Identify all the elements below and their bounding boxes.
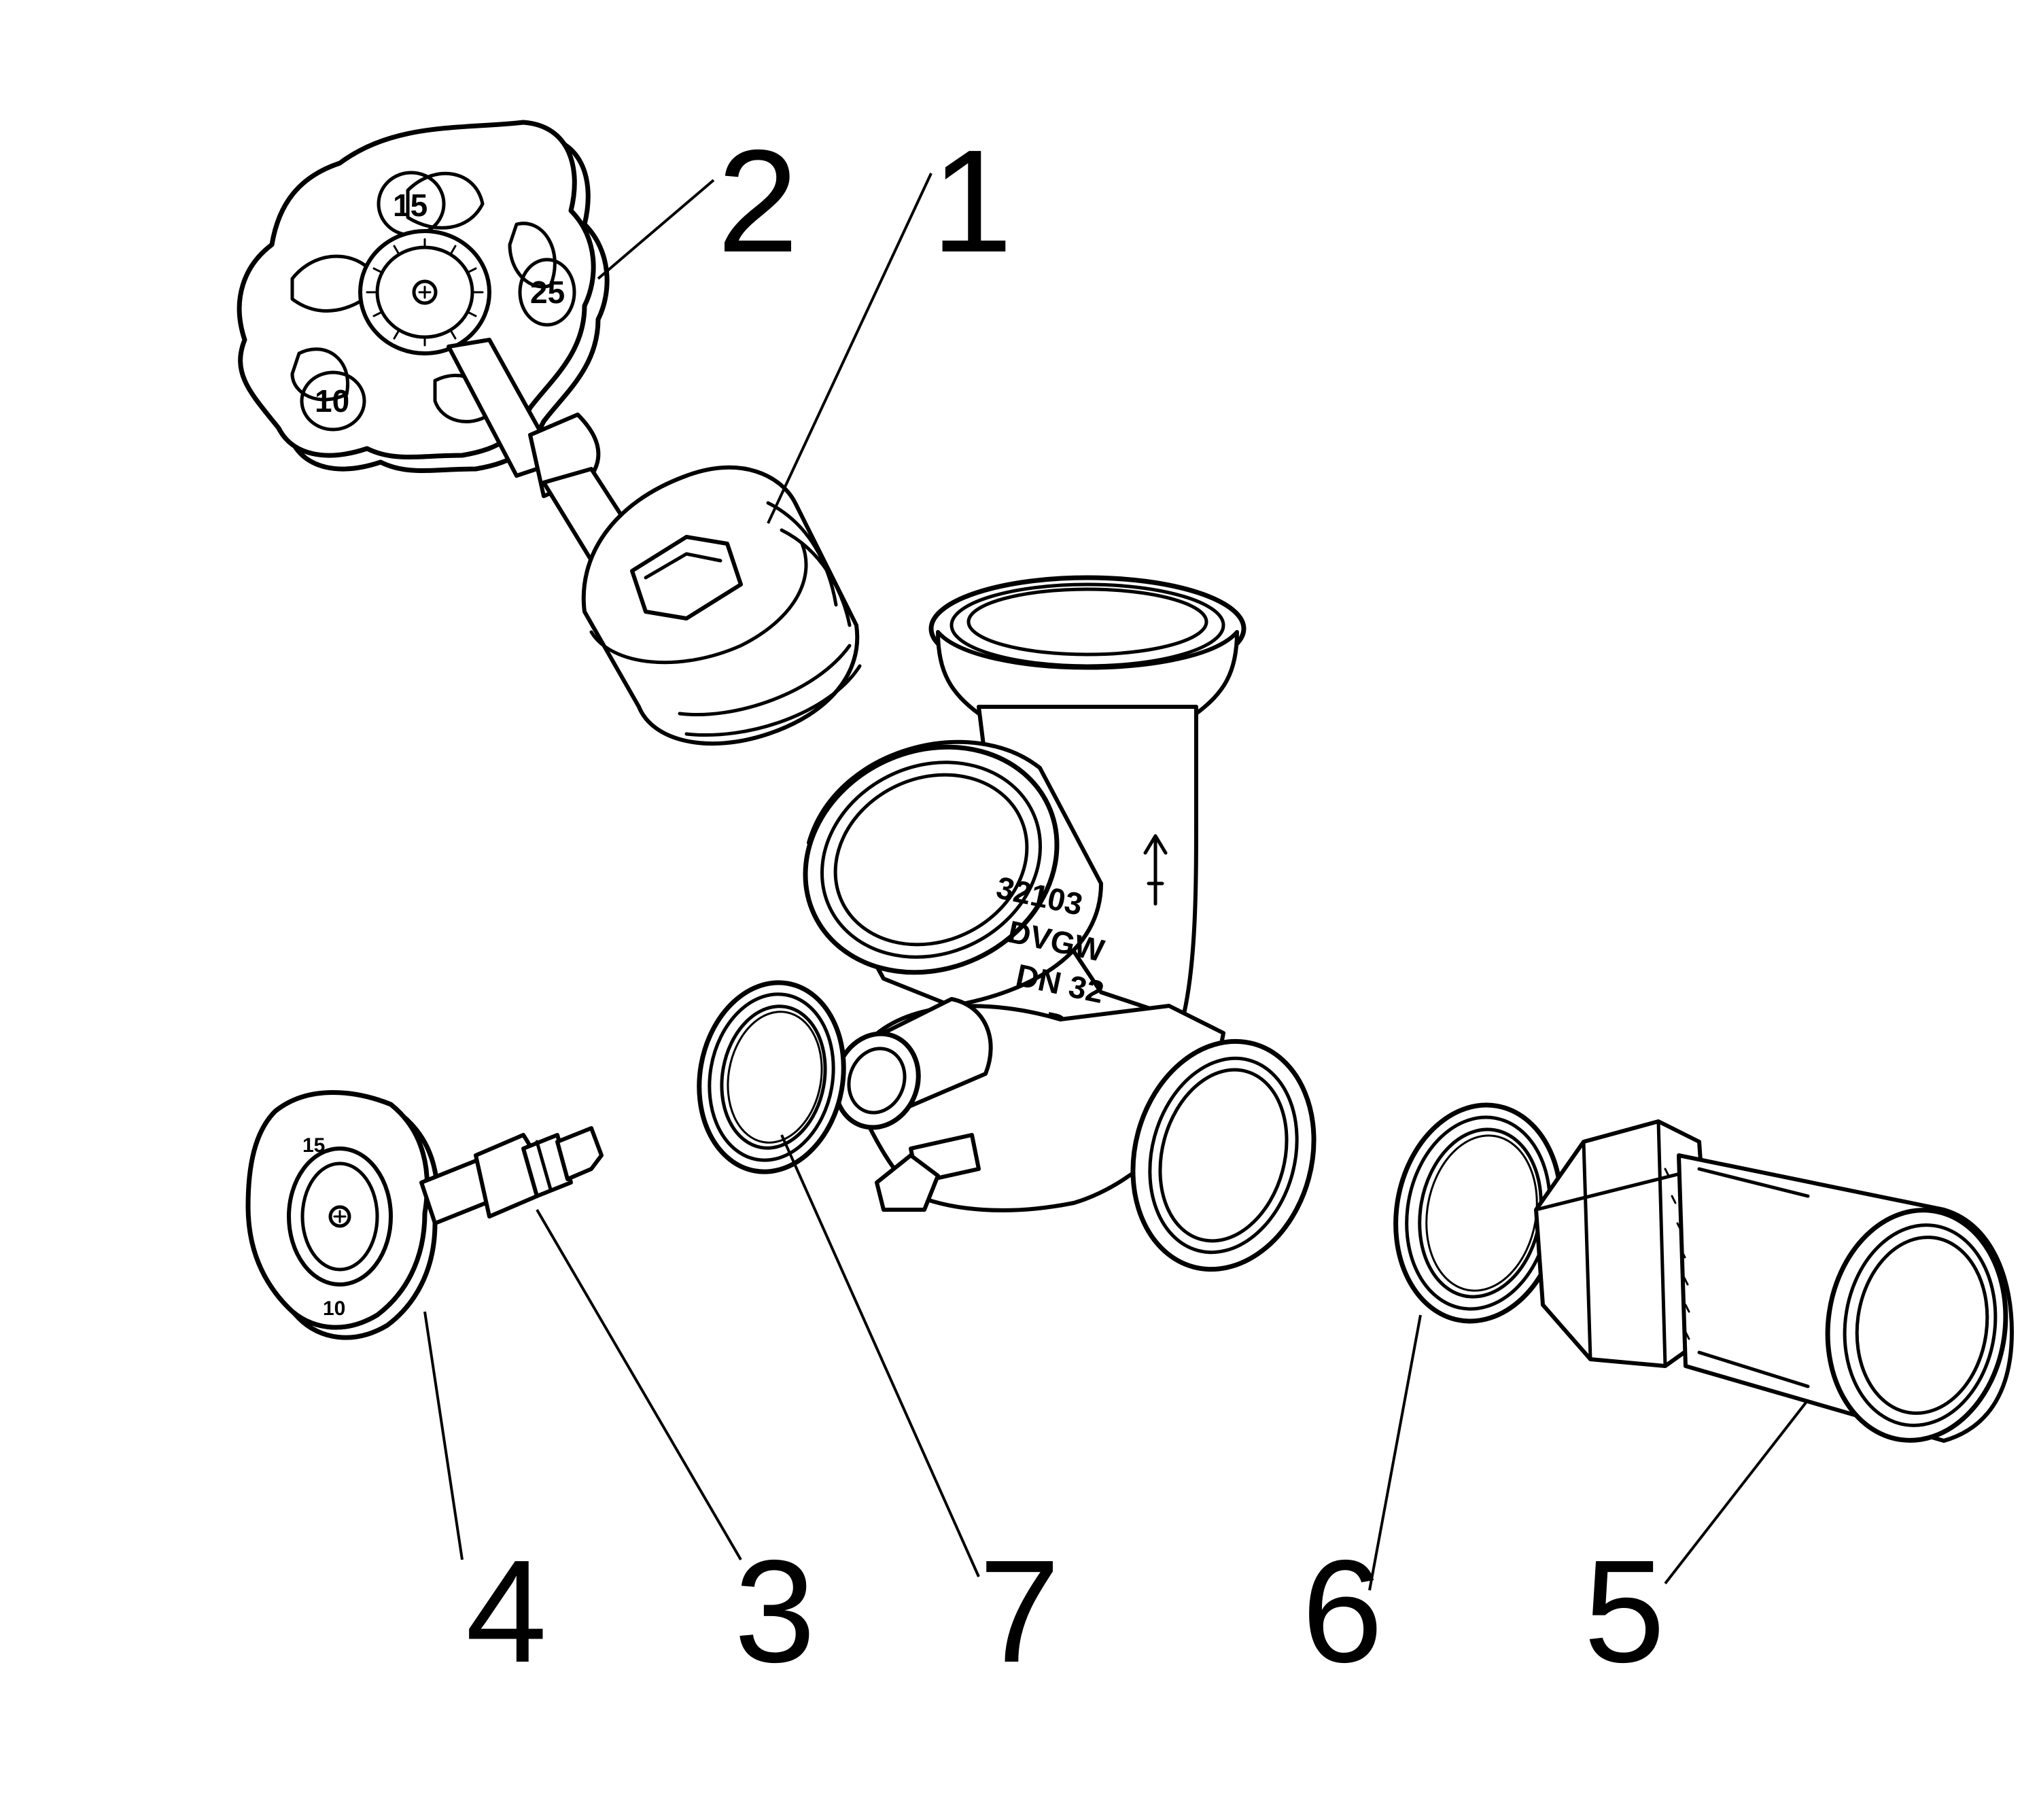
leader-lines — [423, 173, 1809, 1591]
small-spindle — [419, 1126, 604, 1225]
handwheel-mark-25: 25 — [530, 275, 565, 310]
small-handwheel-mark-10: 10 — [323, 1297, 345, 1320]
callout-1: 1 — [931, 119, 1013, 283]
callout-5: 5 — [1584, 1529, 1665, 1693]
leader-1 — [767, 173, 933, 524]
leader-5 — [1664, 1399, 1809, 1585]
small-handwheel-mark-15: 15 — [302, 1134, 325, 1157]
callout-3: 3 — [734, 1529, 816, 1693]
leader-7 — [780, 1134, 980, 1577]
callout-6: 6 — [1302, 1529, 1383, 1693]
valve-body: 32103 DVGW DN 32 DIN — [803, 575, 1317, 1272]
leader-3 — [536, 1208, 742, 1561]
large-handwheel: 15 25 10 — [237, 120, 610, 473]
callout-numbers: 1 2 3 4 5 6 7 — [466, 119, 1665, 1693]
callout-2: 2 — [717, 119, 799, 283]
small-handwheel: 15 10 — [245, 1090, 440, 1340]
union-nut — [1534, 1119, 2014, 1443]
handwheel-mark-10: 10 — [315, 383, 349, 419]
leader-4 — [423, 1311, 464, 1560]
callout-4: 4 — [466, 1529, 547, 1693]
bonnet-top-part — [581, 465, 862, 746]
leader-6 — [1368, 1314, 1422, 1591]
gasket-left — [697, 980, 846, 1174]
callout-7: 7 — [979, 1529, 1060, 1693]
leader-2 — [597, 179, 715, 280]
handwheel-mark-15: 15 — [393, 188, 428, 223]
